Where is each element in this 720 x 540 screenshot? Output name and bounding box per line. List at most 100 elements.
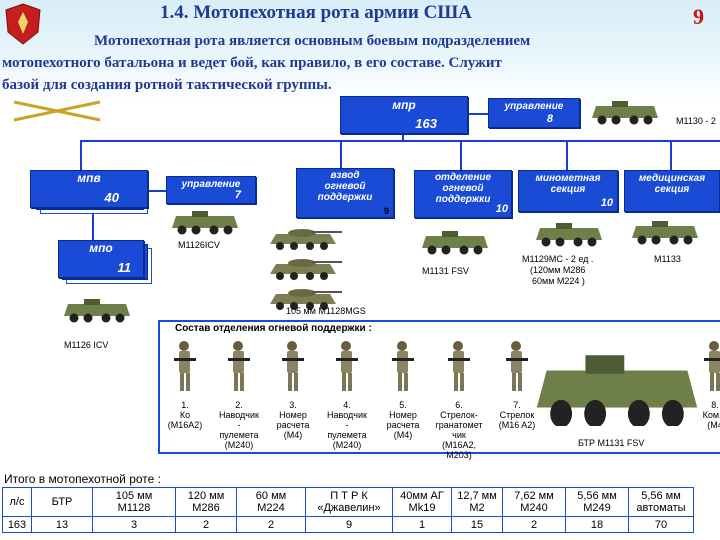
mortar-label-1: минометная: [535, 173, 601, 184]
totals-header-l1: 5,56 мм: [641, 490, 681, 502]
m1128-tank-icon-2: [270, 259, 342, 280]
mortar-count: 10: [600, 197, 613, 209]
totals-header-l1: 105 мм: [115, 490, 153, 502]
intro-line-2: мотопехотного батальона и ведет бой, как…: [2, 55, 502, 71]
soldier-label-num: 1.: [181, 400, 189, 410]
soldier-label: 4.Наводчик-пулемета(M240): [318, 400, 376, 450]
m1130-label: M1130 - 2: [676, 116, 716, 126]
soldier-label-line2: -: [345, 420, 349, 430]
totals-value-cell: 15: [451, 516, 503, 533]
totals-title: Итого в мотопехотной роте :: [4, 472, 161, 486]
mpr-label: мпр: [392, 98, 416, 112]
intro-text: Мотопехотная рота является основным боев…: [2, 30, 714, 96]
fire-squad-label-3: поддержки: [435, 194, 491, 205]
soldier-label-num: 6.: [455, 400, 463, 410]
m1129-label-2: (120мм M286: [530, 265, 586, 275]
soldier-label-line2: -: [237, 420, 241, 430]
org-connector-mpv: [80, 140, 82, 170]
soldier-label: 1.Ко(M16A2): [156, 400, 214, 430]
soldier-icon: [174, 341, 196, 391]
soldier-label-line2: расчета: [386, 420, 420, 430]
soldier-label-line1: Ко: [179, 410, 191, 420]
medical-label-1: медицинская: [638, 173, 706, 184]
soldier-label: 8.Ком.Б(M4: [686, 400, 720, 430]
totals-value-cell: 2: [236, 516, 306, 533]
totals-header-l2: M224: [257, 502, 285, 514]
org-connector-root: [402, 132, 404, 142]
soldier-label-line5: M203): [446, 450, 472, 460]
soldier-label-line4: (M240): [332, 440, 362, 450]
soldier-label-num: 5.: [399, 400, 407, 410]
soldier-label-line2: (M4: [707, 420, 720, 430]
fire-squad-label-1: отделение: [434, 172, 492, 183]
btr-label: БТР M1131 FSV: [578, 438, 645, 448]
m1133-label: M1133: [654, 254, 681, 264]
mpv-control-label: управление: [181, 179, 241, 190]
soldier-label-line2: расчета: [276, 420, 310, 430]
soldier-label-line1: Наводчик: [219, 410, 259, 420]
mpv-label: мпв: [77, 171, 101, 185]
crossed-rifles-icon: [13, 100, 101, 122]
m1130-vehicle-icon: [592, 101, 658, 125]
mortar-block: минометная секция 10: [518, 170, 618, 212]
soldier-label-line1: Стрелок: [499, 410, 535, 420]
soldier-label-line3: пулемета: [327, 430, 367, 440]
fire-platoon-label: взвод огневой поддержки: [297, 170, 393, 203]
totals-header-l2: M286: [192, 502, 220, 514]
totals-header-l1: 5,56 мм: [577, 490, 617, 502]
totals-header-l2: M240: [520, 502, 548, 514]
totals-header-l2: автоматы: [636, 502, 686, 514]
soldier-label: 7.Стрелок(M16 A2): [488, 400, 546, 430]
totals-value-cell: 13: [31, 516, 93, 533]
m1129-vehicle-icon: [536, 223, 602, 247]
soldier-label-num: 7.: [513, 400, 521, 410]
soldier-label-line3: пулемета: [219, 430, 259, 440]
fire-platoon-label-3: поддержки: [317, 192, 373, 203]
m1129-label-1: M1129MC - 2 ед .: [522, 254, 594, 264]
page-number: 9: [693, 4, 704, 29]
mpv-control-block: управление 7: [166, 176, 256, 204]
soldier-label-line2: гранатомет: [435, 420, 483, 430]
totals-header-cell: БТР: [31, 487, 93, 517]
totals-header-l1: 120 мм: [187, 490, 225, 502]
fire-platoon-block: взвод огневой поддержки: [296, 168, 394, 218]
m1126-label-2: M1126 ICV: [64, 340, 109, 350]
totals-header-l1: П Т Р К: [330, 490, 368, 502]
org-connector-horizontal: [80, 140, 720, 142]
mpv-control-count: 7: [234, 189, 241, 201]
medical-label: медицинская секция: [625, 173, 719, 195]
totals-value-cell: 163: [2, 516, 32, 533]
mpo-count: 11: [117, 260, 132, 275]
soldier-icon: [448, 341, 470, 391]
soldier-label-line1: Номер: [389, 410, 417, 420]
org-connector-fire-squad: [460, 140, 462, 170]
m1126-vehicle-icon-2: [64, 299, 130, 323]
fire-platoon-count: 9: [384, 206, 390, 216]
soldier-label-line2: (M16A2): [167, 420, 203, 430]
soldier-label-line1: Стрелок-: [440, 410, 478, 420]
soldier-label-line3: (M4): [283, 430, 303, 440]
composition-title: Состав отделения огневой поддержки :: [175, 323, 372, 334]
totals-header-l2: M2: [469, 502, 485, 514]
soldier-icon: [704, 341, 720, 391]
totals-header-l1: БТР: [51, 496, 73, 508]
soldier-label-num: 4.: [343, 400, 351, 410]
emblem-icon: [5, 3, 41, 45]
totals-value-cell: 2: [502, 516, 566, 533]
soldier-label-line1: Номер: [279, 410, 307, 420]
soldier-label-num: 8.: [711, 400, 719, 410]
fire-squad-label-2: огневой: [442, 183, 484, 194]
org-connector-mpo: [92, 212, 94, 240]
totals-header-l1: 7,62 мм: [514, 490, 554, 502]
